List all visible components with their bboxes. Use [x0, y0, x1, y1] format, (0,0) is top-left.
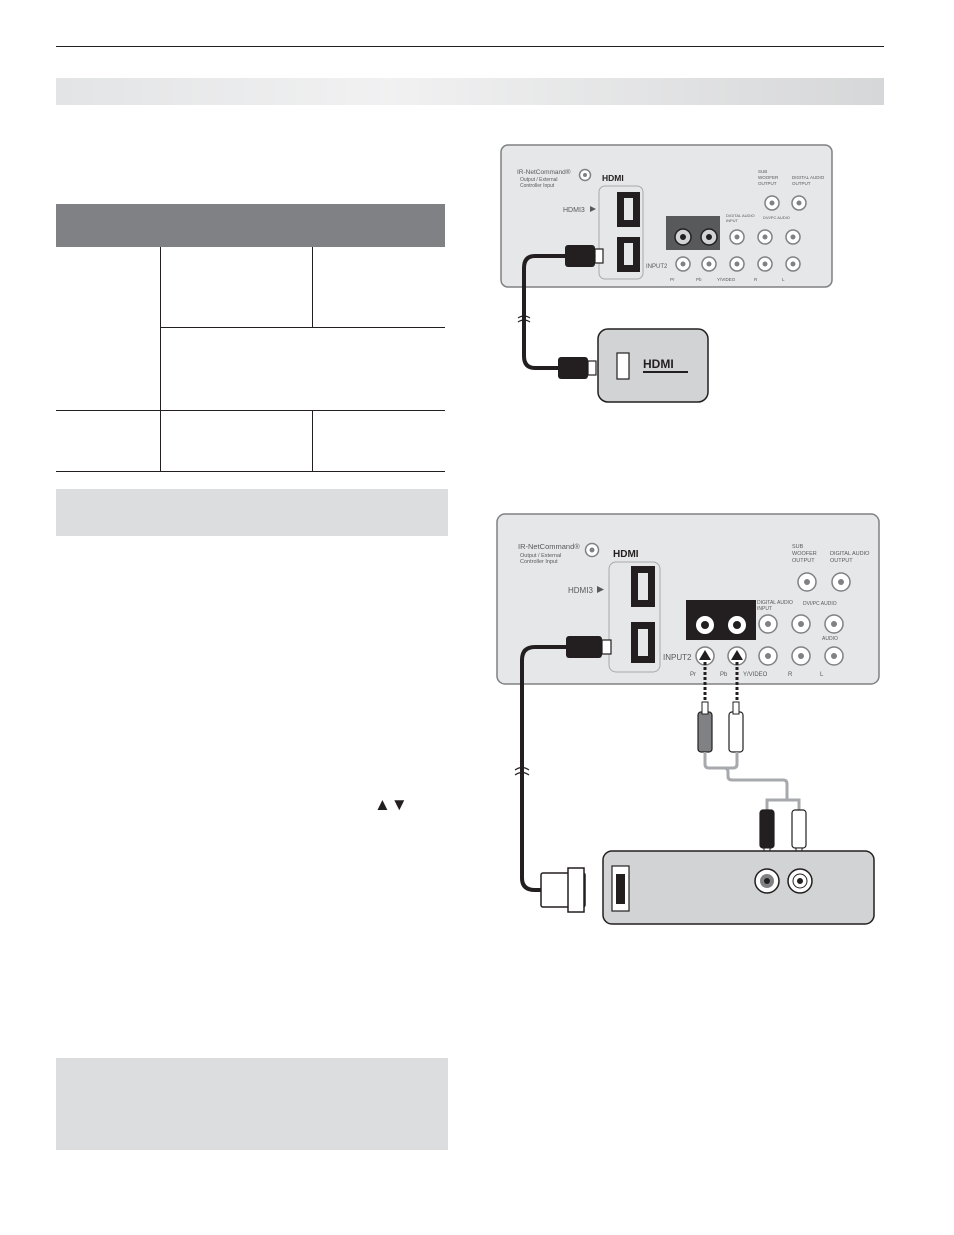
- up-down-arrows-icon: ▲▼: [374, 795, 408, 814]
- rca-cable: [703, 752, 789, 800]
- hdmi-plug-top: [565, 245, 595, 267]
- table-bottom-rule: [56, 471, 445, 472]
- svg-text:DVI/PC AUDIO: DVI/PC AUDIO: [763, 215, 790, 220]
- top-rule: [56, 46, 884, 47]
- svg-text:Output / External: Output / External: [520, 553, 561, 559]
- hdmi-port-group: [598, 185, 644, 280]
- svg-text:INPUT: INPUT: [726, 218, 739, 223]
- table-inner-divider: [160, 327, 445, 328]
- svg-text:Pb: Pb: [720, 672, 728, 678]
- svg-text:WOOFER: WOOFER: [792, 551, 817, 557]
- svg-text:Pb: Pb: [696, 277, 702, 282]
- table-column-divider-1: [160, 247, 161, 472]
- ir-label: IR-NetCommand®: [517, 168, 571, 176]
- section-header-bar: [56, 78, 884, 105]
- svg-text:R: R: [754, 277, 758, 282]
- svg-text:R: R: [788, 672, 793, 678]
- svg-text:DVI/PC AUDIO: DVI/PC AUDIO: [803, 601, 837, 607]
- svg-text:Controller Input: Controller Input: [520, 559, 558, 565]
- dvi-connection-diagram: IR-NetCommand® Output / External Control…: [496, 513, 880, 925]
- dvi-device: [602, 850, 875, 925]
- note-box-2: [56, 1058, 448, 1150]
- svg-text:INPUT: INPUT: [757, 606, 772, 612]
- rca-plug-right-top: [728, 711, 744, 753]
- hdmi-connection-diagram: IR-NetCommand® Output / External Control…: [500, 144, 833, 403]
- hdmi-device: [597, 328, 709, 403]
- ir-sub-label-2: Controller Input: [520, 183, 555, 189]
- table-row-divider: [56, 410, 445, 411]
- rca-plug-left-top: [697, 711, 713, 753]
- svg-text:HDMI: HDMI: [613, 549, 639, 560]
- rca-plug-left-bottom: [759, 809, 775, 849]
- svg-text:INPUT2: INPUT2: [646, 264, 668, 270]
- hdmi-logo: HDMI: [602, 173, 624, 183]
- svg-text:Pr: Pr: [670, 277, 675, 282]
- hdmi-plug: [566, 636, 602, 658]
- svg-text:DIGITAL AUDIO: DIGITAL AUDIO: [830, 551, 870, 557]
- note-box-1: [56, 489, 448, 536]
- svg-text:DIGITAL AUDIO: DIGITAL AUDIO: [726, 213, 755, 218]
- device-hdmi-logo: HDMI: [643, 357, 674, 371]
- hdmi3-label: HDMI3: [563, 207, 585, 214]
- svg-text:WOOFER: WOOFER: [758, 175, 779, 180]
- hdmi-cable: [522, 254, 575, 370]
- svg-text:INPUT2: INPUT2: [663, 653, 692, 662]
- table-column-divider-2b: [312, 410, 313, 472]
- svg-text:L: L: [782, 277, 785, 282]
- hdmi-dvi-cable: [520, 645, 568, 892]
- svg-text:OUTPUT: OUTPUT: [830, 558, 853, 564]
- svg-text:DIGITAL AUDIO: DIGITAL AUDIO: [792, 175, 825, 180]
- svg-text:OUTPUT: OUTPUT: [758, 181, 777, 186]
- hdmi-plug-bottom: [558, 357, 588, 379]
- svg-text:IR-NetCommand®: IR-NetCommand®: [518, 542, 580, 551]
- svg-text:SUB: SUB: [792, 544, 804, 550]
- svg-text:Y/VIDEO: Y/VIDEO: [717, 277, 736, 282]
- table-header: [56, 204, 445, 247]
- svg-text:SUB: SUB: [758, 169, 767, 174]
- svg-text:Pr: Pr: [690, 672, 696, 678]
- svg-text:OUTPUT: OUTPUT: [792, 181, 811, 186]
- svg-text:HDMI3: HDMI3: [568, 586, 593, 595]
- table-column-divider-2a: [312, 247, 313, 328]
- svg-text:AUDIO: AUDIO: [822, 636, 838, 642]
- svg-text:L: L: [820, 672, 824, 678]
- svg-text:OUTPUT: OUTPUT: [792, 558, 815, 564]
- svg-text:Y/VIDEO: Y/VIDEO: [743, 672, 768, 678]
- svg-text:DIGITAL AUDIO: DIGITAL AUDIO: [757, 600, 793, 606]
- rca-plug-right-bottom: [791, 809, 807, 849]
- ir-sub-label-1: Output / External: [520, 177, 558, 183]
